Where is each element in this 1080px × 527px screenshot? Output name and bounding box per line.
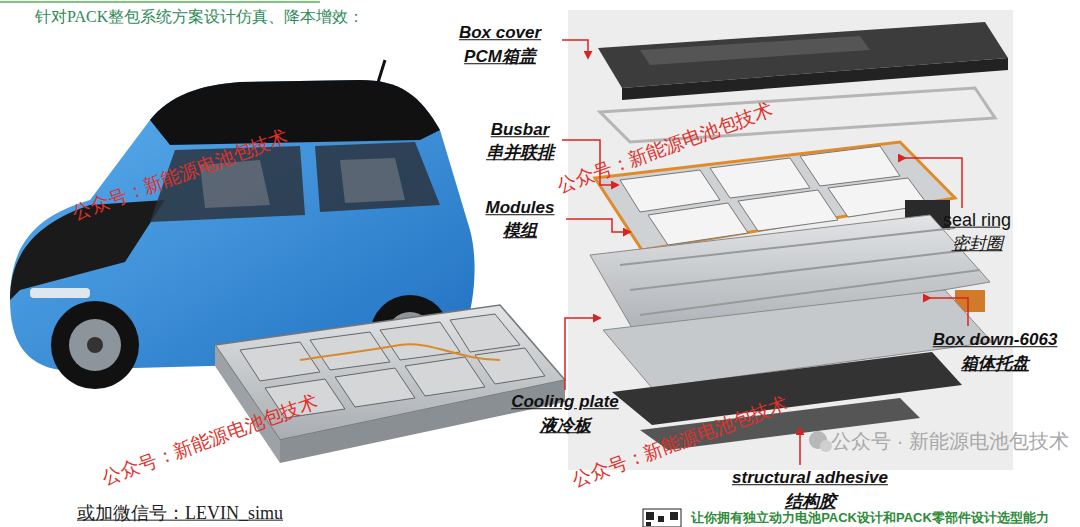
callout-label: 模组 xyxy=(503,221,537,241)
callout-label: 液冷板 xyxy=(540,416,591,436)
qr-code-shape xyxy=(658,516,664,522)
exploded-pack-shape xyxy=(800,146,900,186)
callout-label: 箱体托盘 xyxy=(961,354,1029,374)
callout-label: Modules xyxy=(486,198,555,218)
car-battery-pack-shape xyxy=(475,348,545,384)
car-illustration-shape xyxy=(51,301,139,389)
footer-note: 或加微信号：LEVIN_simu xyxy=(77,503,283,524)
header-rule xyxy=(0,2,320,3)
wechat-icon xyxy=(809,431,832,452)
footer-note: 让你拥有独立动力电池PACK设计和PACK零部件设计选型能力 xyxy=(691,511,1049,526)
car-battery-pack-shape xyxy=(240,342,320,381)
callout-label: Box down-6063 xyxy=(933,330,1058,350)
car-illustration-shape xyxy=(375,60,385,92)
callout-label: PCM箱盖 xyxy=(464,47,536,67)
exploded-pack-shape xyxy=(640,36,870,65)
exploded-pack xyxy=(568,10,1013,470)
callout-label: structural adhesive xyxy=(732,468,888,488)
car-battery-pack xyxy=(215,305,565,463)
car-battery-pack-shape xyxy=(335,368,415,407)
car-illustration xyxy=(10,60,475,389)
car-illustration-shape xyxy=(315,142,440,212)
car-illustration-shape xyxy=(30,288,90,298)
footer-note: 公众号 · 新能源电池包技术 xyxy=(831,430,1069,453)
wechat-icon-shape xyxy=(820,440,832,452)
car-battery-pack-shape xyxy=(380,322,460,360)
car-illustration-shape xyxy=(10,80,475,370)
callout-label: Cooling plate xyxy=(511,392,619,412)
car-battery-pack-shape xyxy=(405,357,485,396)
qr-code-shape xyxy=(643,509,681,527)
exploded-pack-shape xyxy=(622,58,1008,100)
callout-label: Busbar xyxy=(491,120,550,140)
exploded-pack-shape xyxy=(620,228,955,265)
leader-line-shape xyxy=(905,158,962,208)
exploded-pack-shape xyxy=(710,158,810,198)
leader-line-shape xyxy=(562,40,588,58)
page-title: 针对PACK整包系统方案设计仿真、降本增效： xyxy=(35,8,364,26)
callout-label: 密封圈 xyxy=(952,234,1003,254)
car-battery-pack-shape xyxy=(450,314,520,352)
car-battery-pack-shape xyxy=(310,332,390,370)
exploded-pack-shape xyxy=(630,250,968,290)
qr-code-shape xyxy=(670,512,678,520)
leader-line-shape xyxy=(565,318,600,390)
exploded-pack-shape xyxy=(568,10,1013,470)
callout-label: 串并联排 xyxy=(486,143,554,163)
exploded-pack-shape xyxy=(738,190,838,231)
qr-code-shape xyxy=(646,522,651,526)
car-illustration-shape xyxy=(150,80,440,145)
leader-line-shape xyxy=(930,298,968,326)
exploded-pack-shape xyxy=(620,170,720,212)
leader-line-shape xyxy=(799,428,801,465)
car-battery-pack-shape xyxy=(300,344,500,360)
header-rule-shape xyxy=(0,1,320,3)
leader-line-shape xyxy=(566,219,630,232)
qr-code-shape xyxy=(646,512,654,520)
car-illustration-shape xyxy=(340,158,405,203)
qr-code xyxy=(643,509,681,527)
callout-label: seal ring xyxy=(943,210,1011,231)
callout-label: 结构胶 xyxy=(785,492,836,512)
car-illustration-shape xyxy=(87,337,103,353)
exploded-pack-shape xyxy=(600,88,995,142)
callout-label: Box cover xyxy=(459,23,541,43)
car-illustration-shape xyxy=(69,319,121,371)
